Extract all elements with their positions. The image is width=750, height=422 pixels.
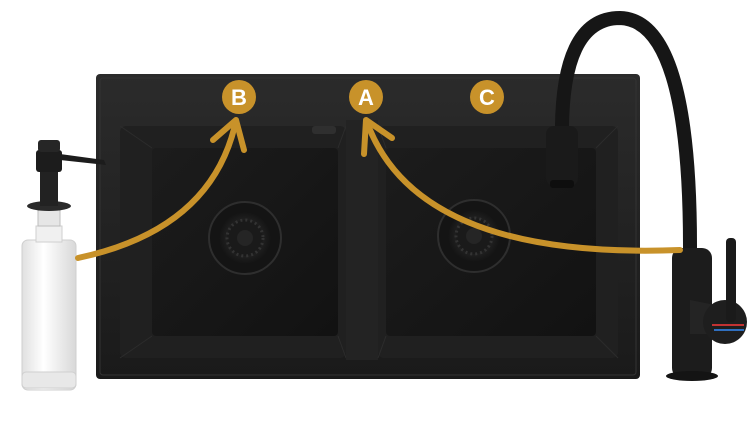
arrow-head-b	[210, 117, 247, 153]
faucet-icon	[546, 10, 747, 381]
overflow-icon	[312, 126, 336, 134]
basin-divider	[346, 120, 378, 360]
right-basin	[377, 125, 619, 359]
marker-b-label: B	[231, 85, 247, 110]
arrow-to-b	[75, 122, 238, 261]
marker-b: B	[222, 80, 256, 114]
left-basin	[119, 125, 347, 359]
arrow-head-a	[361, 117, 395, 157]
marker-c: C	[470, 80, 504, 114]
marker-a-label: A	[358, 85, 374, 110]
marker-a: A	[349, 80, 383, 114]
arrow-to-a	[365, 122, 683, 254]
marker-c-label: C	[479, 85, 495, 110]
arrows	[75, 117, 683, 261]
soap-dispenser-icon	[21, 140, 106, 391]
